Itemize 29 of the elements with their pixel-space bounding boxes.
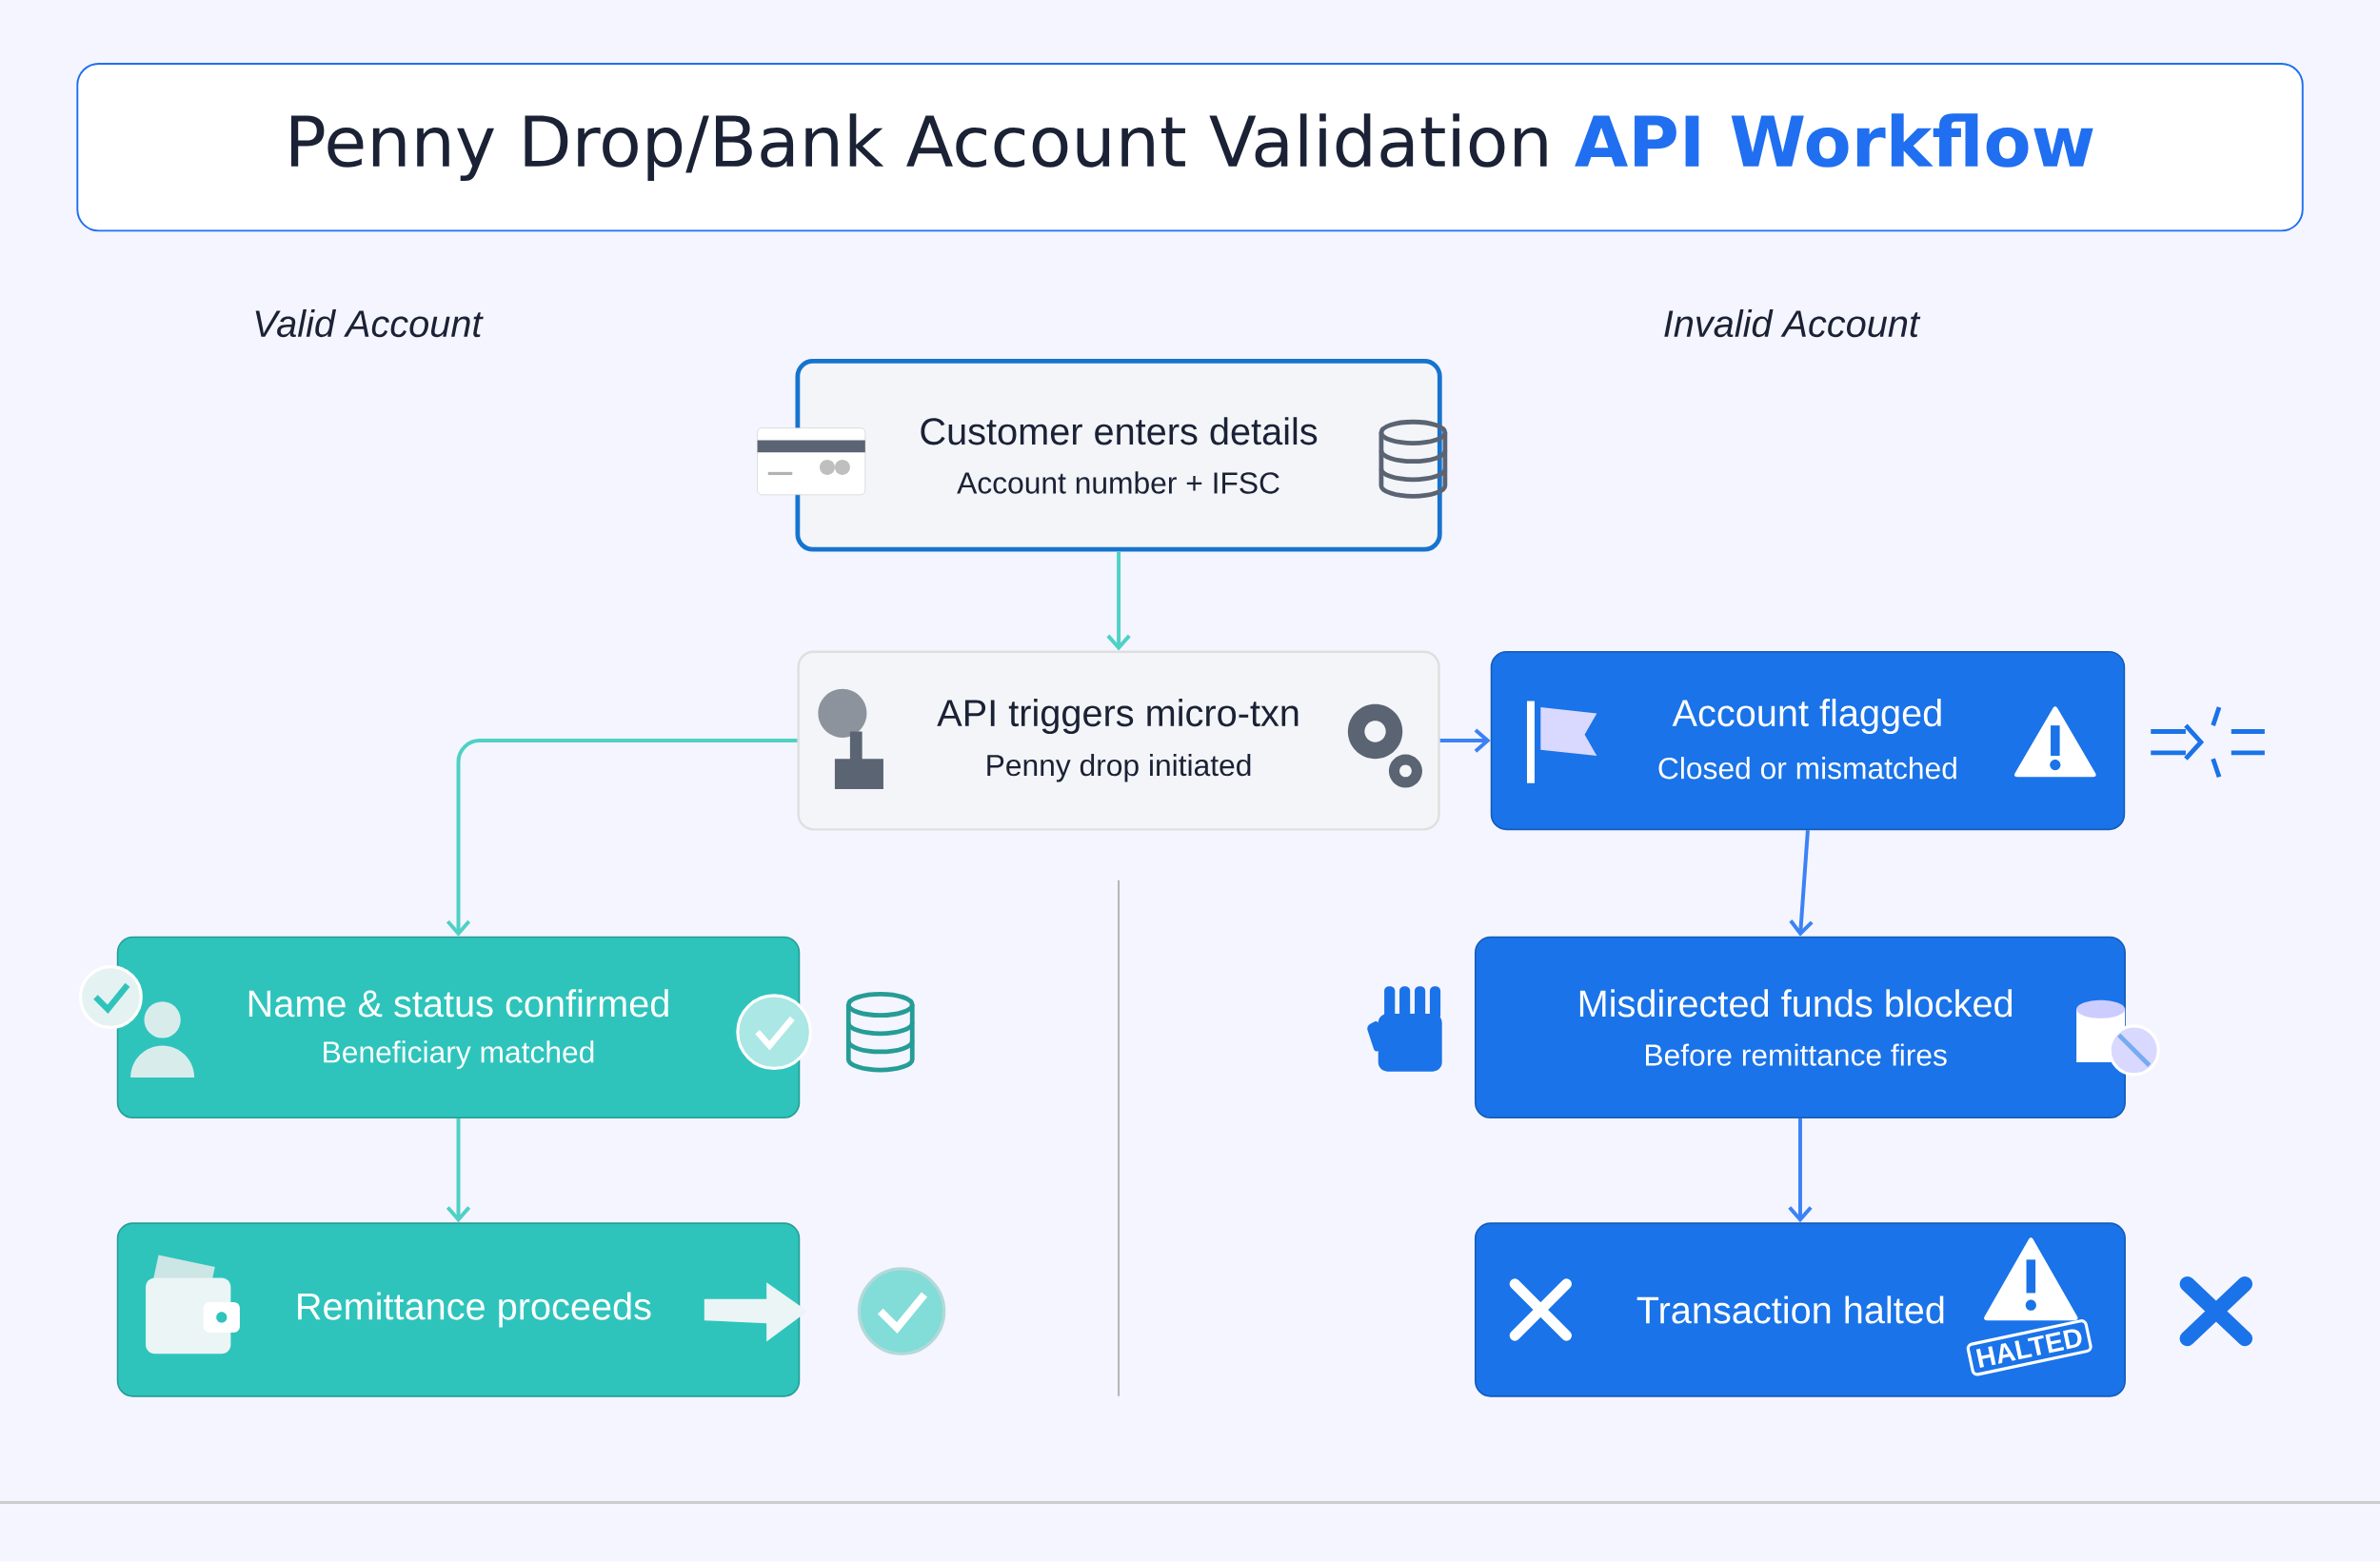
title-box: Penny Drop/Bank Account Validation API Workflow	[76, 63, 2304, 232]
section-heading: Valid Account	[255, 309, 484, 338]
arrow	[1106, 551, 1131, 651]
node-title: Account flagged	[1672, 699, 1941, 735]
arrow	[1439, 728, 1491, 753]
node-subtitle: Beneficiary matched	[324, 1040, 594, 1070]
process-box	[116, 936, 801, 1119]
process-box	[1490, 651, 2126, 831]
node-subtitle: Penny drop initiated	[987, 754, 1251, 782]
node-title: Misdirected funds blocked	[1579, 989, 2013, 1018]
stamp: HALTED	[1966, 1319, 2092, 1376]
node-subtitle: Account number + IFSC	[957, 471, 1279, 494]
node-subtitle: Before remittance fires	[1646, 1043, 1947, 1066]
node-title: Remittance proceeds	[298, 1292, 651, 1328]
node-subtitle: Closed or mismatched	[1658, 757, 1956, 780]
node-title: Customer enters details	[921, 417, 1318, 445]
process-box	[1474, 936, 2126, 1119]
node-title: Name & status confirmed	[248, 989, 668, 1018]
input-box	[795, 359, 1442, 552]
process-box	[797, 650, 1440, 831]
node-title: API triggers micro-txn	[937, 699, 1299, 735]
arrow	[446, 739, 798, 937]
process-box	[116, 1222, 801, 1397]
arrow	[1789, 830, 1814, 937]
section-heading: Invalid Account	[1664, 309, 1921, 338]
process-box	[1474, 1222, 2126, 1397]
arrow	[446, 1118, 471, 1223]
arrow	[1788, 1118, 1813, 1223]
node-title: Transaction halted	[1636, 1295, 1944, 1324]
